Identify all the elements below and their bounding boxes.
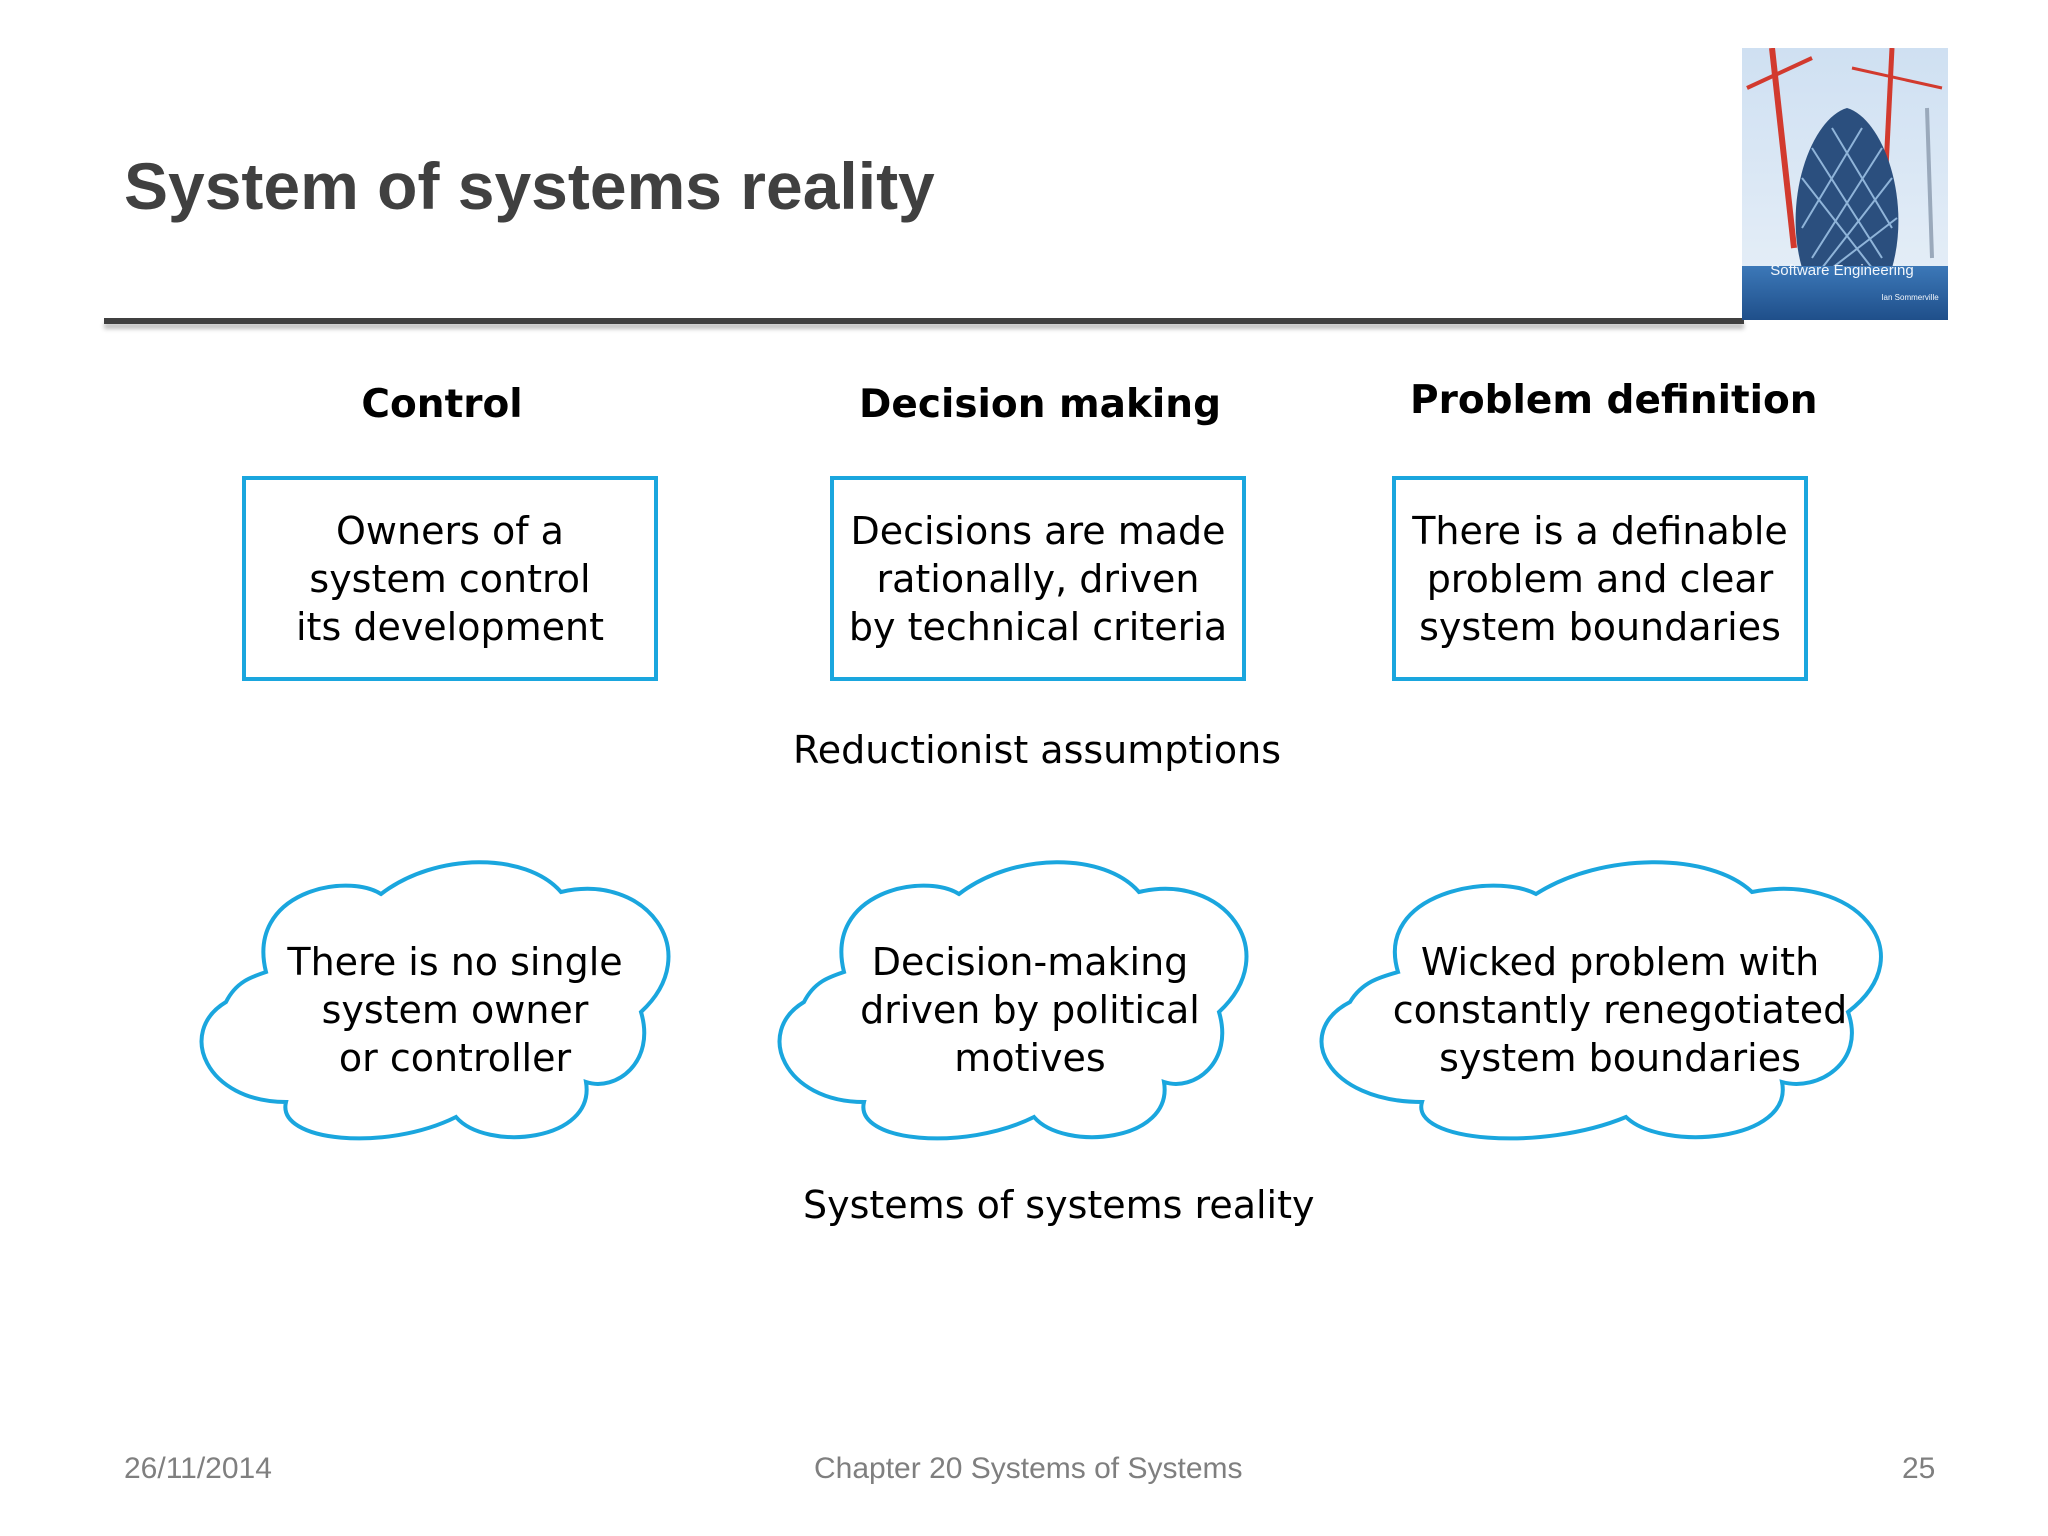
assumption-box-decision: Decisions are made rationally, driven by… [830, 476, 1246, 681]
footer-page-number: 25 [1902, 1452, 1936, 1485]
heading-control: Control [361, 382, 523, 427]
reality-label: Systems of systems reality [803, 1183, 1315, 1227]
cover-title-text: Software Engineering [1770, 262, 1913, 279]
book-cover-image: Software Engineering Ian Sommerville [1742, 48, 1948, 320]
reality-cloud-decision [777, 860, 1249, 1141]
heading-decision-making: Decision making [859, 382, 1221, 427]
title-divider [104, 318, 1744, 324]
reality-text-decision: Decision-making driven by political moti… [860, 940, 1200, 1080]
cover-author-text: Ian Sommerville [1881, 293, 1939, 302]
assumption-box-problem: There is a definable problem and clear s… [1392, 476, 1808, 681]
assumption-text-problem: There is a definable problem and clear s… [1412, 508, 1788, 649]
footer-date: 26/11/2014 [124, 1452, 272, 1485]
assumption-text-control: Owners of a system control its developme… [295, 508, 604, 649]
reality-cloud-control [199, 860, 671, 1141]
reality-text-problem: Wicked problem with constantly renegotia… [1392, 940, 1848, 1080]
slide-title: System of systems reality [124, 149, 935, 223]
assumption-text-decision: Decisions are made rationally, driven by… [848, 508, 1228, 649]
reality-cloud-problem [1319, 860, 1883, 1141]
footer-chapter: Chapter 20 Systems of Systems [814, 1452, 1243, 1485]
heading-problem-definition: Problem definition [1410, 378, 1818, 423]
reductionist-label: Reductionist assumptions [793, 728, 1281, 772]
assumption-box-control: Owners of a system control its developme… [242, 476, 658, 681]
reality-text-control: There is no single system owner or contr… [287, 940, 623, 1080]
